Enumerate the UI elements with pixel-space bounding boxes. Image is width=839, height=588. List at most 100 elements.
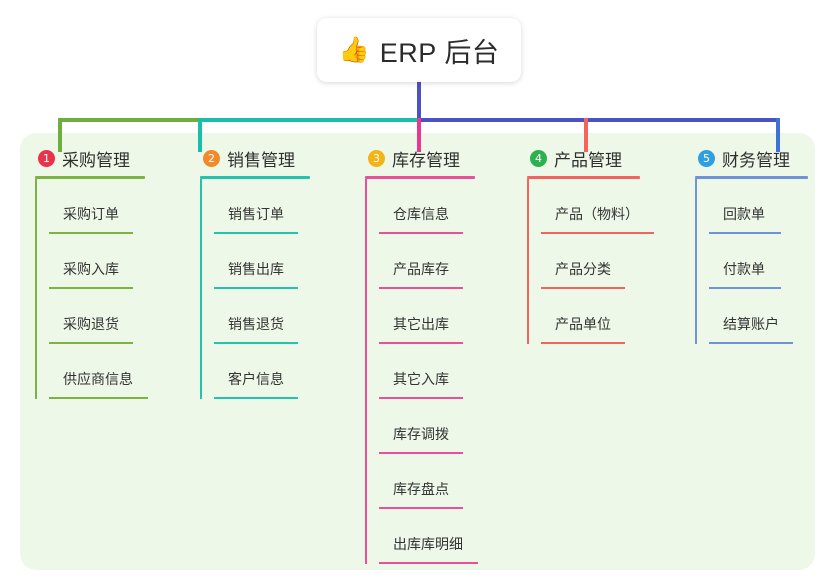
branch-title-5: 财务管理 [722, 150, 790, 170]
leaf-item-underline [379, 507, 463, 509]
branch-column-4: 4 产品管理产品（物料） 产品分类产品单位 [527, 146, 654, 344]
branch-underline-5 [695, 176, 808, 179]
leaf-item-label: 回款单 [723, 206, 765, 222]
branch-items-2: 销售订单销售出库销售退货客户信息 [200, 179, 310, 399]
leaf-item[interactable]: 产品单位 [541, 289, 640, 344]
leaf-item-underline [709, 342, 793, 344]
leaf-item-underline [379, 232, 463, 234]
leaf-item-underline [379, 397, 463, 399]
leaf-item-underline [541, 232, 654, 234]
leaf-item-underline [214, 342, 298, 344]
leaf-item-underline [379, 452, 463, 454]
leaf-item-underline [379, 342, 463, 344]
branch-title-3: 库存管理 [392, 150, 460, 170]
leaf-item-label: 产品分类 [555, 261, 611, 277]
leaf-item-label: 出库库明细 [393, 536, 463, 552]
thumbs-up-icon: 👍 [338, 35, 370, 64]
leaf-item-label: 销售订单 [228, 206, 284, 222]
branch-column-3: 3 库存管理仓库信息产品库存其它出库其它入库库存调拨库存盘点出库库明细 [365, 146, 478, 564]
branch-underline-3 [365, 176, 475, 179]
branch-badge-5: 5 [698, 149, 715, 167]
leaf-item[interactable]: 产品库存 [379, 234, 475, 289]
leaf-item-label: 销售退货 [228, 316, 284, 332]
leaf-item-label: 客户信息 [228, 371, 284, 387]
branch-header-2[interactable]: 2 销售管理 [200, 146, 310, 170]
leaf-item-label: 仓库信息 [393, 206, 449, 222]
branch-items-4: 产品（物料） 产品分类产品单位 [527, 179, 654, 344]
leaf-item-label: 其它入库 [393, 371, 449, 387]
leaf-item[interactable]: 产品分类 [541, 234, 640, 289]
diagram-panel-background [20, 133, 815, 570]
branch-items-1: 采购订单采购入库采购退货供应商信息 [35, 179, 148, 399]
branch-header-3[interactable]: 3 库存管理 [365, 146, 475, 170]
branch-header-5[interactable]: 5 财务管理 [695, 146, 808, 170]
branch-spine-4 [527, 179, 529, 344]
branch-header-4[interactable]: 4 产品管理 [527, 146, 640, 170]
branch-badge-2: 2 [203, 149, 220, 167]
leaf-item-label: 库存盘点 [393, 481, 449, 497]
leaf-item-underline [541, 342, 625, 344]
leaf-item[interactable]: 其它入库 [379, 344, 475, 399]
leaf-item-label: 其它出库 [393, 316, 449, 332]
leaf-item-underline [379, 287, 463, 289]
leaf-item-label: 付款单 [723, 261, 765, 277]
leaf-item-underline [541, 287, 625, 289]
leaf-item[interactable]: 销售退货 [214, 289, 310, 344]
leaf-item[interactable]: 库存调拨 [379, 399, 475, 454]
root-node-label: ERP 后台 [379, 37, 500, 68]
leaf-item-label: 产品库存 [393, 261, 449, 277]
leaf-item-underline [214, 397, 298, 399]
branch-column-2: 2 销售管理销售订单销售出库销售退货客户信息 [200, 146, 310, 399]
leaf-item[interactable]: 采购入库 [49, 234, 145, 289]
leaf-item-underline [214, 287, 298, 289]
leaf-item-underline [49, 232, 133, 234]
branch-badge-3: 3 [368, 149, 385, 167]
leaf-item-label: 库存调拨 [393, 426, 449, 442]
branch-column-1: 1 采购管理采购订单采购入库采购退货供应商信息 [35, 146, 148, 399]
branch-header-1[interactable]: 1 采购管理 [35, 146, 145, 170]
leaf-item-underline [379, 562, 478, 564]
branch-title-1: 采购管理 [62, 150, 130, 170]
leaf-item-label: 结算账户 [723, 316, 779, 332]
leaf-item-underline [709, 287, 781, 289]
branch-spine-3 [365, 179, 367, 564]
leaf-item[interactable]: 客户信息 [214, 344, 310, 399]
branch-spine-1 [35, 179, 37, 399]
leaf-item-label: 产品（物料） [555, 206, 639, 222]
branch-underline-2 [200, 176, 310, 179]
leaf-item[interactable]: 仓库信息 [379, 179, 475, 234]
leaf-item-underline [214, 232, 298, 234]
leaf-item-label: 采购退货 [63, 316, 119, 332]
leaf-item[interactable]: 回款单 [709, 179, 808, 234]
branch-underline-1 [35, 176, 145, 179]
branch-badge-4: 4 [530, 149, 547, 167]
leaf-item[interactable]: 供应商信息 [49, 344, 148, 399]
branch-items-3: 仓库信息产品库存其它出库其它入库库存调拨库存盘点出库库明细 [365, 179, 478, 564]
branch-spine-2 [200, 179, 202, 399]
leaf-item[interactable]: 库存盘点 [379, 454, 475, 509]
leaf-item-label: 采购入库 [63, 261, 119, 277]
leaf-item[interactable]: 付款单 [709, 234, 808, 289]
branch-column-5: 5 财务管理回款单付款单结算账户 [695, 146, 808, 344]
leaf-item-underline [49, 342, 133, 344]
leaf-item-underline [49, 287, 133, 289]
branch-spine-5 [695, 179, 697, 344]
leaf-item[interactable]: 结算账户 [709, 289, 808, 344]
branch-title-2: 销售管理 [227, 150, 295, 170]
root-node[interactable]: 👍 ERP 后台 [317, 18, 521, 82]
branch-underline-4 [527, 176, 640, 179]
leaf-item[interactable]: 其它出库 [379, 289, 475, 344]
leaf-item-label: 销售出库 [228, 261, 284, 277]
leaf-item[interactable]: 销售出库 [214, 234, 310, 289]
leaf-item-label: 产品单位 [555, 316, 611, 332]
leaf-item[interactable]: 采购订单 [49, 179, 145, 234]
leaf-item-underline [49, 397, 148, 399]
branch-items-5: 回款单付款单结算账户 [695, 179, 808, 344]
branch-title-4: 产品管理 [554, 150, 622, 170]
leaf-item-label: 采购订单 [63, 206, 119, 222]
leaf-item[interactable]: 采购退货 [49, 289, 145, 344]
leaf-item[interactable]: 产品（物料） [541, 179, 654, 234]
leaf-item[interactable]: 销售订单 [214, 179, 310, 234]
branch-badge-1: 1 [38, 149, 55, 167]
leaf-item[interactable]: 出库库明细 [379, 509, 478, 564]
